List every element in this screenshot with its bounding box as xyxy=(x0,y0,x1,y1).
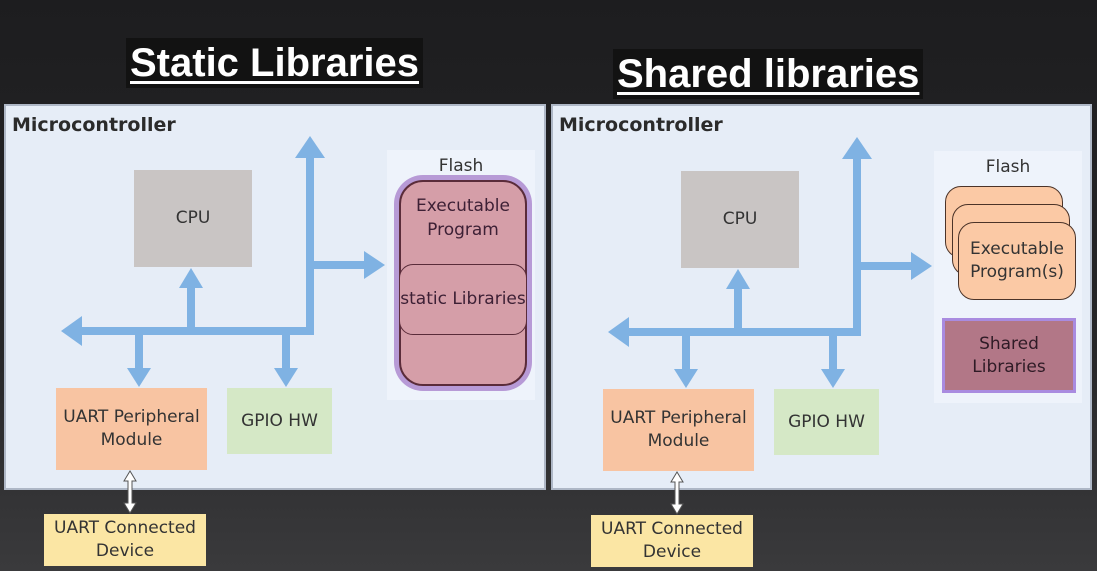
static-cpu-label: CPU xyxy=(175,208,211,228)
static-libraries-label: static Libraries xyxy=(400,289,526,309)
static-bus-uart-arrowhead xyxy=(127,368,151,387)
static-bus-cpu-arrowhead xyxy=(179,268,203,288)
shared-bus-gpio-arrowhead xyxy=(821,369,845,388)
shared-executable-label: Executable Program(s) xyxy=(970,239,1064,282)
shared-bus-arrows xyxy=(608,137,932,388)
shared-program-page-front: Executable Program(s) xyxy=(958,222,1076,300)
uart-device-links xyxy=(123,470,684,515)
static-uart-device-box: UART Connected Device xyxy=(44,514,206,566)
static-bus-gpio-arrowhead xyxy=(274,368,298,387)
shared-uart-label: UART Peripheral Module xyxy=(610,408,747,451)
static-flash-label: Flash xyxy=(438,156,484,176)
static-microcontroller-label: Microcontroller xyxy=(12,114,176,136)
static-cpu-box: CPU xyxy=(134,170,252,267)
shared-cpu-label: CPU xyxy=(722,209,758,229)
static-libraries-heading: Static Libraries xyxy=(126,38,424,88)
shared-bus-vertical xyxy=(853,157,861,336)
shared-bus-cpu-arrowhead xyxy=(726,269,750,289)
shared-bus-cpu-branch xyxy=(734,285,742,332)
static-bus-up-arrowhead xyxy=(295,136,325,158)
shared-bus-up-arrowhead xyxy=(842,137,872,159)
static-bus-cpu-branch xyxy=(187,284,195,331)
static-bus-gpio-branch xyxy=(282,331,290,372)
static-gpio-box: GPIO HW xyxy=(227,388,332,454)
static-uart-label: UART Peripheral Module xyxy=(63,407,200,450)
static-bus-flash-arrowhead xyxy=(364,251,385,279)
shared-bus-uart-arrowhead xyxy=(674,369,698,388)
shared-libraries-block: Shared Libraries xyxy=(942,318,1076,393)
shared-bus-flash-arrowhead xyxy=(911,252,932,280)
shared-flash-label: Flash xyxy=(985,157,1031,177)
shared-gpio-label: GPIO HW xyxy=(788,411,865,432)
shared-cpu-box: CPU xyxy=(681,171,799,268)
static-bus-uart-branch xyxy=(135,331,143,372)
shared-uart-device-box: UART Connected Device xyxy=(591,515,753,567)
shared-uart-device-arrow xyxy=(670,471,684,515)
shared-bus-flash-branch xyxy=(857,262,915,270)
static-bus-flash-branch xyxy=(310,261,368,269)
shared-uart-module-box: UART Peripheral Module xyxy=(603,389,754,471)
shared-libraries-label: Shared Libraries xyxy=(972,333,1046,377)
static-device-label: UART Connected Device xyxy=(54,518,196,561)
shared-bus-horizontal xyxy=(627,328,861,336)
shared-device-label: UART Connected Device xyxy=(601,519,743,562)
shared-bus-uart-branch xyxy=(682,332,690,373)
static-libraries-block: static Libraries xyxy=(399,264,527,335)
shared-microcontroller-label: Microcontroller xyxy=(559,114,723,136)
static-uart-module-box: UART Peripheral Module xyxy=(56,388,207,470)
static-uart-device-arrow xyxy=(123,470,137,514)
static-executable-label: Executable Program xyxy=(416,196,510,240)
shared-gpio-box: GPIO HW xyxy=(774,389,879,455)
shared-bus-gpio-branch xyxy=(829,332,837,373)
static-bus-left-arrowhead xyxy=(61,316,82,346)
shared-bus-left-arrowhead xyxy=(608,317,629,347)
static-bus-arrows xyxy=(61,136,385,387)
static-bus-vertical xyxy=(306,156,314,335)
static-bus-horizontal xyxy=(80,327,314,335)
shared-libraries-heading: Shared libraries xyxy=(613,49,924,99)
static-gpio-label: GPIO HW xyxy=(241,410,318,431)
